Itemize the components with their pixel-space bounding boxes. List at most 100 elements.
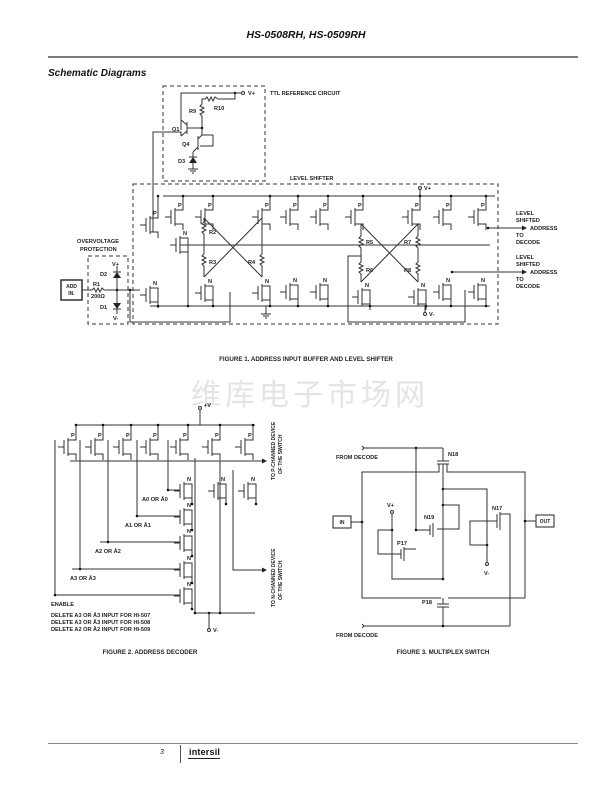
n-mosfet-icon: N — [174, 477, 194, 506]
figure-3-caption: FIGURE 3. MULTIPLEX SWITCH — [397, 649, 490, 656]
junction — [53, 593, 57, 597]
channel-label: N — [187, 582, 191, 588]
output-line: LEVEL — [516, 255, 535, 261]
channel-label: N — [265, 279, 269, 285]
ground-icon — [261, 306, 271, 319]
vminus-terminal — [207, 628, 211, 632]
channel-label: N — [221, 477, 225, 483]
wire — [377, 529, 401, 555]
ground-icon — [188, 168, 198, 174]
note-2: DELETE A3 OR Ā3 INPUT FOR HI-508 — [51, 619, 150, 626]
channel-label: N — [323, 278, 327, 284]
channel-label: N — [421, 283, 425, 289]
n18-label: N18 — [448, 452, 458, 458]
p17-label: P17 — [397, 541, 407, 547]
junction — [441, 577, 445, 581]
d3-diode — [189, 157, 197, 163]
channel-label: N — [365, 283, 369, 289]
n-mosfet-icon: N — [408, 283, 428, 310]
channel-label: P — [293, 203, 297, 209]
input-a0-label: A0 OR Ā0 — [142, 496, 168, 503]
wire — [443, 488, 488, 544]
channel-label: N — [187, 503, 191, 509]
vplus-label-2: V+ — [424, 186, 432, 192]
d1-diode — [113, 303, 121, 309]
output-line: ADDRESS — [530, 270, 558, 276]
level-shifter-box — [132, 183, 499, 325]
r1-value: 200Ω — [91, 294, 105, 300]
channel-label: P — [215, 433, 219, 439]
r8-resistor — [414, 256, 422, 282]
note-1: DELETE A3 OR Ā3 INPUT FOR HI-507 — [51, 612, 150, 619]
r3-resistor — [200, 248, 208, 277]
wire — [200, 128, 214, 147]
d1-label: D1 — [100, 305, 107, 311]
p-mosfet-icon: P — [433, 194, 453, 230]
n17-label: N17 — [492, 506, 502, 512]
wire — [129, 290, 231, 323]
from-decode-top: FROM DECODE — [336, 455, 378, 461]
channel-label: N — [187, 529, 191, 535]
channel-label: P — [481, 203, 485, 209]
cross-wire — [360, 223, 419, 283]
n-mosfet-icon: N — [195, 279, 215, 308]
figure-1-caption: FIGURE 1. ADDRESS INPUT BUFFER AND LEVEL… — [219, 356, 393, 363]
vplus-label: V+ — [387, 503, 395, 509]
q1-collector — [180, 119, 188, 126]
p-mosfet-icon: P — [140, 194, 160, 238]
n-output-label-1: TO N-CHANNED DEVICE — [271, 548, 277, 607]
q1-label: Q1 — [172, 127, 179, 133]
watermark: 维库电子市场网 — [191, 378, 429, 413]
channel-label: P — [208, 203, 212, 209]
n-mosfet-icon: N — [174, 582, 194, 611]
r4-label: R4 — [248, 260, 256, 266]
r1-label: R1 — [93, 282, 100, 288]
note-3: DELETE A2 OR Ā2 INPUT FOR HI-509 — [51, 626, 150, 633]
vminus-label: V- — [429, 312, 434, 318]
r7-resistor — [414, 224, 422, 256]
input-a3-label: A3 OR Ā3 — [70, 575, 96, 582]
output-line: SHIFTED — [516, 262, 540, 268]
page-number: 3 — [160, 749, 164, 756]
input-a2-label: A2 OR Ā2 — [95, 548, 121, 555]
p-mosfet-icon: P — [170, 423, 190, 460]
r7-label: R7 — [404, 240, 411, 246]
n-mosfet-icon: N — [468, 278, 488, 308]
p-mosfet-icon: P — [235, 423, 255, 460]
ttl-reference-label: TTL REFERENCE CIRCUIT — [270, 91, 341, 97]
footer-rule — [48, 743, 578, 744]
wire — [469, 520, 497, 546]
vplus-terminal — [390, 510, 394, 514]
n-output-label-2: OF THE SWITCH — [278, 560, 284, 600]
channel-label: N — [187, 477, 191, 483]
channel-label: P — [248, 433, 252, 439]
r10-resistor — [201, 95, 219, 104]
n-mosfet-icon: N — [352, 283, 372, 310]
junction — [523, 519, 527, 523]
channel-label: P — [323, 203, 327, 209]
p-output-label-2: OF THE SWITCH — [278, 434, 284, 474]
n-mosfet-icon: N — [280, 278, 300, 308]
vminus-label: V- — [213, 628, 218, 634]
channel-label: P — [358, 203, 362, 209]
r6-resistor — [357, 256, 365, 282]
in-label: IN — [340, 520, 345, 526]
q4-collector — [197, 134, 203, 140]
n-mosfet-icon: N — [174, 556, 194, 585]
out-label: OUT — [540, 519, 551, 525]
junction — [193, 611, 197, 615]
junction — [78, 567, 82, 571]
channel-label: N — [251, 477, 255, 483]
d2-label: D2 — [100, 272, 107, 278]
n-output-bus — [232, 470, 262, 571]
add-in-label-2: IN. — [68, 291, 75, 297]
add-in-label-1: ADD — [66, 284, 77, 290]
channel-label: P — [153, 433, 157, 439]
d2-vplus: V+ — [112, 262, 120, 268]
level-shifter-label: LEVEL SHIFTER — [290, 176, 333, 182]
enable-label: ENABLE — [51, 602, 74, 608]
output-line: DECODE — [516, 284, 540, 290]
